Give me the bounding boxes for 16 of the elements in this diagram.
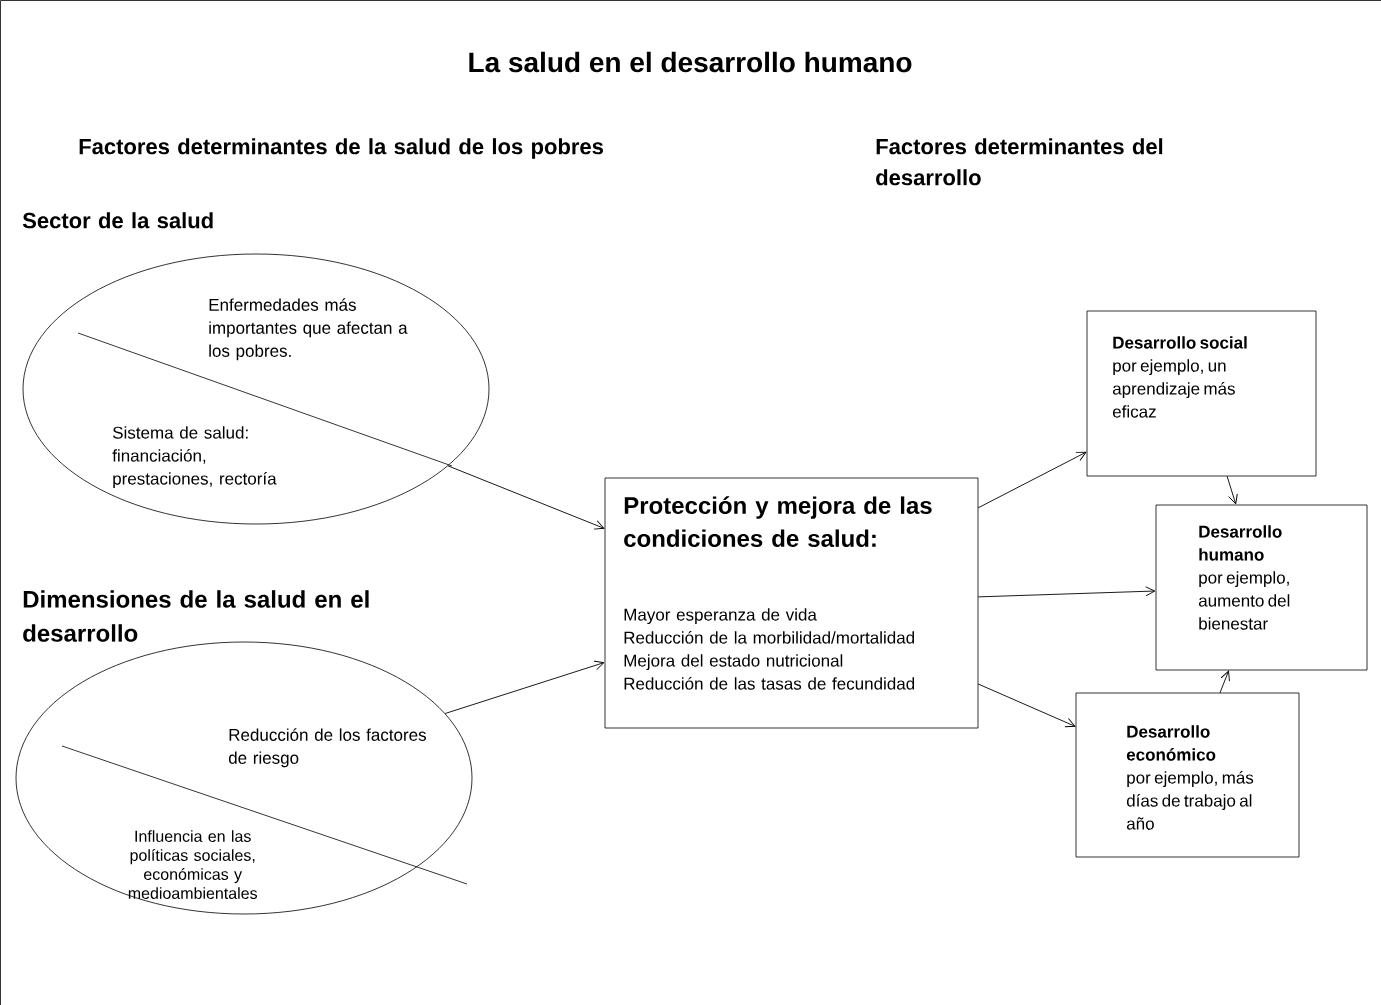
arrow (444, 660, 605, 714)
arrow (1219, 670, 1230, 694)
arrow (977, 683, 1076, 728)
text-box: Desarrollo económico por ejemplo, más días de trabajo al año (1075, 692, 1300, 858)
text-box: Desarrollo humano por ejemplo, aumento del bienestar (1155, 504, 1368, 671)
heading: Sector de la salud (22, 212, 213, 229)
heading: Factores determinantes de la salud de los pobres (79, 138, 603, 159)
arrow (1226, 475, 1238, 505)
title: La salud en el desarrollo humano (469, 51, 912, 73)
heading: Factores determinantes del desarrollo (876, 138, 1163, 186)
arrow (977, 451, 1087, 509)
arrow (447, 465, 605, 530)
text-box: Desarrollo social por ejemplo, un aprendizaje más eficaz (1086, 310, 1317, 477)
heading: Dimensiones de la salud en el desarrollo (23, 590, 369, 642)
text-box: Protección y mejora de las condiciones de salud: Mayor esperanza de vida Reducción de la morbilidad/mortalidad Mejora del estado nutricional Reducción de las tasas de fecundidad (604, 477, 979, 729)
arrow (977, 586, 1156, 598)
